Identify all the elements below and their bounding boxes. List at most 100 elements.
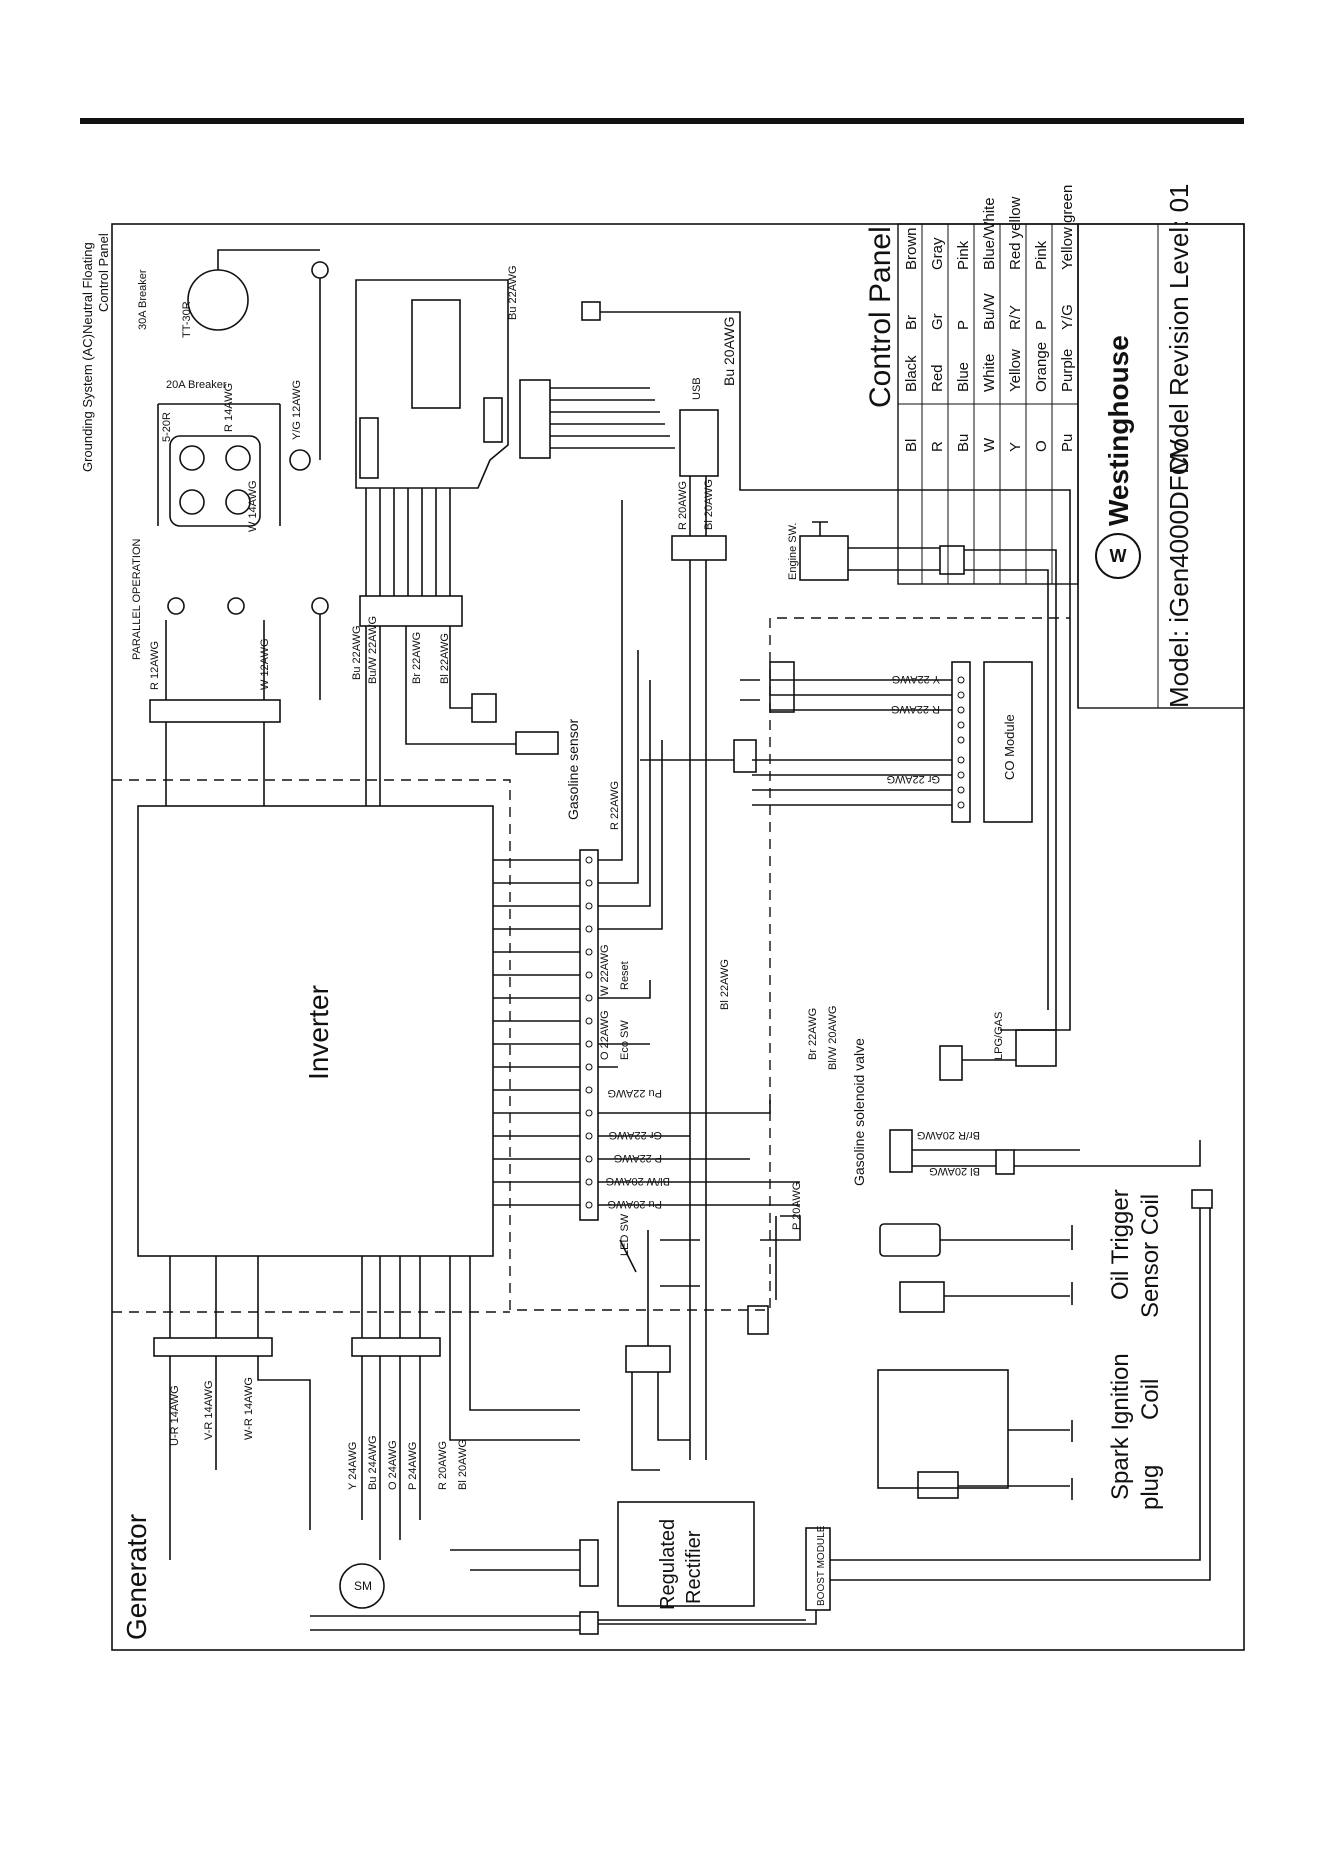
legend-color: Orange [1033, 342, 1050, 392]
inverter-label: Inverter [303, 985, 334, 1080]
legend-color: Black [903, 355, 920, 392]
legend-code: Pu [1059, 434, 1076, 452]
wire-label: Y/G 12AWG [291, 380, 303, 440]
wire-label: P 20AWG [791, 1182, 803, 1230]
reset-label: Reset [619, 961, 631, 990]
boost-module [805, 1527, 831, 1611]
boost-module-label: BOOST MODULE [816, 1525, 827, 1606]
co-module-label: CO Module [1002, 714, 1017, 780]
top-rule [80, 118, 1244, 124]
regulated-label: Regulated [657, 1519, 679, 1610]
parallel-label: PARALLEL OPERATION [131, 538, 143, 660]
legend-code: Y [1007, 442, 1024, 452]
wire-label: U-R 14AWG [169, 1385, 181, 1446]
legend-color: Brown [903, 227, 920, 270]
plug-label: plug [1137, 1465, 1164, 1510]
wire-label: Bl/W 20AWG [606, 1175, 670, 1187]
wire-label: Bu 24AWG [367, 1435, 379, 1490]
board-connector [519, 379, 551, 459]
wire-label: W 12AWG [259, 638, 271, 690]
usb-port [679, 409, 719, 477]
generator-label: Generator [121, 1514, 152, 1640]
wire-label: O 22AWG [599, 1010, 611, 1060]
engine-switch-label: Engine SW. [787, 523, 799, 580]
legend-color: Pink [1033, 240, 1050, 270]
inverter-box [137, 805, 494, 1257]
control-panel-label: Control Panel [96, 233, 111, 312]
wire-label: R 22AWG [891, 703, 940, 715]
wire-label: O 24AWG [387, 1440, 399, 1490]
outlet-tt-30r [187, 269, 249, 331]
stepper-motor [339, 1563, 385, 1609]
wire-label: Bu/W 22AWG [367, 616, 379, 684]
legend-code: Gr [929, 313, 946, 330]
connector-strip [359, 595, 463, 627]
legend-code: Bl [903, 439, 920, 452]
wire-label: Bu 20AWG [721, 316, 737, 386]
lpg-gas-switch [1015, 1029, 1057, 1067]
wire-label: Gr 22AWG [609, 1129, 662, 1141]
co-module [983, 661, 1033, 823]
legend-code: O [1033, 440, 1050, 452]
brand-name: Westinghouse [1103, 335, 1134, 526]
wire-label: Bl 22AWG [719, 959, 731, 1010]
legend-code: Bu/W [981, 292, 998, 330]
breaker-30a-label: 30A Breaker [137, 269, 149, 330]
stepper-motor-label: SM [354, 1579, 372, 1593]
spark-plug [917, 1471, 959, 1499]
led-switch-label: LED SW [619, 1213, 631, 1256]
gasoline-solenoid-valve [889, 1129, 913, 1173]
model-revision: Model Revision Level: 01 [1164, 184, 1194, 475]
wire-label: Br 22AWG [411, 632, 423, 684]
legend-color: Red [929, 364, 946, 392]
wire-label: Br/R 20AWG [917, 1129, 980, 1141]
wire-label: Y 24AWG [347, 1442, 359, 1490]
wire-label: W 14AWG [247, 480, 259, 532]
wire-label: Bl 20AWG [929, 1165, 980, 1177]
wire-label: Bl 22AWG [439, 633, 451, 684]
legend-code: W [981, 437, 998, 452]
lpg-gas-label: LPG/GAS [993, 1012, 1005, 1060]
diagram-frame [111, 223, 1245, 1651]
rectifier-label: Rectifier [683, 1530, 705, 1604]
legend-color: White [981, 354, 998, 392]
coil-label: Coil [1137, 1379, 1164, 1420]
regulated-rectifier [617, 1501, 755, 1607]
eco-switch-label: Eco SW [619, 1020, 631, 1060]
legend-code: R/Y [1007, 305, 1024, 330]
brand-logo-icon [1095, 533, 1141, 579]
sensor-coil-label: Sensor Coil [1137, 1194, 1164, 1318]
gasoline-sensor [515, 731, 559, 755]
wire-label: Gr 22AWG [887, 773, 940, 785]
legend-code: Br [903, 315, 920, 330]
wire-label: R 14AWG [223, 383, 235, 432]
control-board [355, 279, 509, 489]
usb-label: USB [691, 377, 703, 400]
engine-switch [799, 535, 849, 581]
parallel-terminal [149, 699, 281, 723]
model-name: Model: iGen4000DFCV [1164, 439, 1194, 708]
legend-code: Bu [955, 434, 972, 452]
legend-code: Y/G [1059, 304, 1076, 330]
generator-terminal [153, 1337, 273, 1357]
legend-title: Control Panel [864, 226, 897, 408]
oil-trigger-label: Oil Trigger [1107, 1189, 1134, 1300]
wire-label: R 20AWG [677, 481, 689, 530]
wire-label: Pu 20AWG [607, 1198, 662, 1210]
oil-trigger-switch [899, 1281, 945, 1313]
legend-color: Pink [955, 240, 972, 270]
sensor-coil [879, 1223, 941, 1257]
svg-text:W: W [1110, 546, 1127, 566]
wire-label: R 22AWG [609, 781, 621, 830]
wire-label: Bu 22AWG [507, 265, 519, 320]
legend-table [897, 223, 1245, 709]
legend-color: Blue [955, 362, 972, 392]
inverter-pins [493, 849, 599, 1221]
breaker-20a-label: 20A Breaker [166, 379, 227, 391]
wire-label: Bu 22AWG [351, 625, 363, 680]
outlet-5-20r [169, 435, 261, 527]
wire-label: Y 22AWG [892, 673, 940, 685]
wire-label: Bl/W 20AWG [827, 1006, 839, 1070]
wire-label: P 22AWG [614, 1152, 662, 1164]
